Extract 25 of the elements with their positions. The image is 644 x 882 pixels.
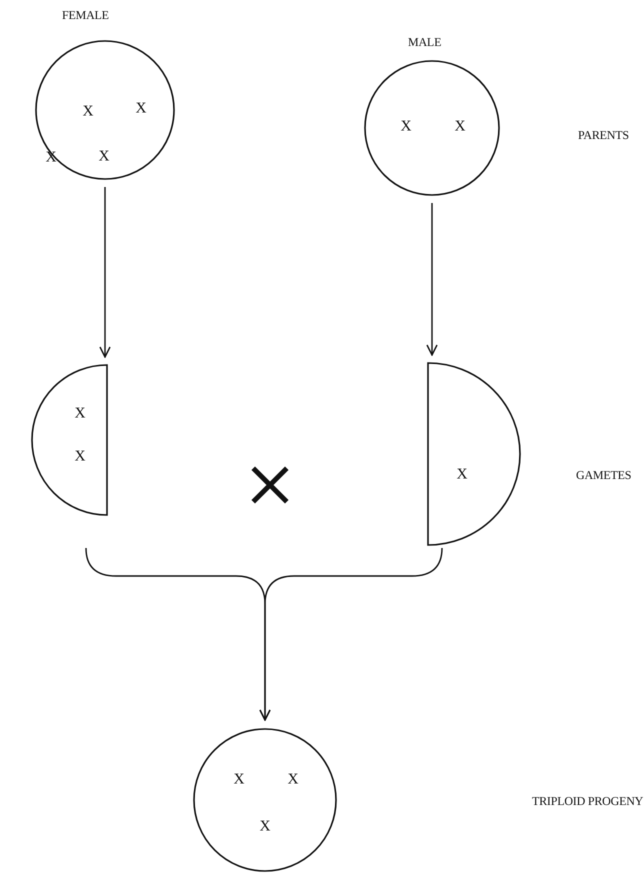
cell-circle <box>35 40 175 180</box>
chromosome-label: X <box>260 820 270 834</box>
chromosome-label: X <box>74 406 86 422</box>
chromosome-label: X <box>98 150 110 164</box>
chromosome-label: X <box>454 120 466 134</box>
chromosome-label: X <box>234 772 244 788</box>
cell-circle <box>193 728 337 872</box>
arrow <box>259 548 443 721</box>
stage-label: PARENTS <box>578 128 629 142</box>
chromosome-label: X <box>46 150 56 166</box>
chromosome-label: X <box>288 772 298 788</box>
chromosome-label: X <box>74 450 86 464</box>
half-cell <box>428 363 520 545</box>
parent-label: FEMALE <box>62 8 109 22</box>
half-cell <box>32 365 107 515</box>
chromosome-label: X <box>400 120 412 134</box>
parent-label: MALE <box>408 35 442 49</box>
chromosome-label: X <box>82 104 94 120</box>
chromosome-label: X <box>136 102 146 116</box>
cell-circle <box>364 60 500 196</box>
stage-label: TRIPLOID PROGENY <box>532 794 644 808</box>
arrow <box>426 203 438 356</box>
arrow <box>99 187 111 358</box>
stage-label: GAMETES <box>576 468 632 482</box>
chromosome-label: X <box>456 468 468 482</box>
